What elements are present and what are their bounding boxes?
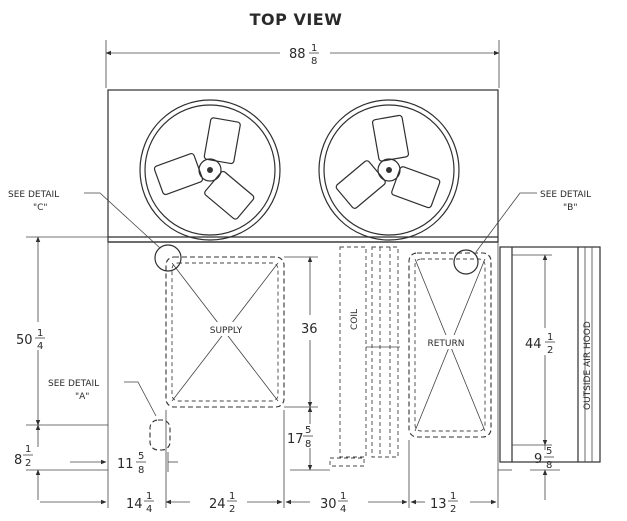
bottom-4-whole: 13 xyxy=(430,497,447,512)
overall-width-den: 8 xyxy=(311,56,317,67)
bottom-3-whole: 30 xyxy=(320,497,337,512)
supply-height-dimension: 36 xyxy=(284,256,318,408)
detail-a-line1: SEE DETAIL xyxy=(48,379,99,389)
detail-a-dimension: 11 5 8 xyxy=(70,451,178,476)
left-height-den: 4 xyxy=(37,341,43,352)
fan-2 xyxy=(318,99,460,241)
hood-height-den: 2 xyxy=(547,345,553,356)
supply-opening: SUPPLY xyxy=(165,256,285,408)
detail-b-line1: SEE DETAIL xyxy=(540,190,591,200)
bottom-1-den: 4 xyxy=(146,504,152,515)
fan-1 xyxy=(139,99,281,241)
left-height-whole: 50 xyxy=(16,333,33,348)
left-low-dimension: 8 1 2 xyxy=(14,424,108,500)
detail-a-den: 8 xyxy=(138,465,144,476)
hood-height-num: 1 xyxy=(547,332,553,343)
overall-width-dimension: 88 1 8 xyxy=(105,40,500,88)
detail-c-line2: "C" xyxy=(33,203,48,213)
left-height-num: 1 xyxy=(37,328,43,339)
bottom-offset-den: 8 xyxy=(305,439,311,450)
detail-a-callout: SEE DETAIL "A" xyxy=(48,379,171,451)
outside-air-hood: OUTSIDE AIR HOOD xyxy=(499,246,601,463)
bottom-2-whole: 24 xyxy=(209,497,226,512)
bottom-3-num: 1 xyxy=(340,491,346,502)
bottom-1-whole: 14 xyxy=(126,497,143,512)
detail-a-num: 5 xyxy=(138,451,144,462)
bottom-2-num: 1 xyxy=(229,491,235,502)
bottom-4-num: 1 xyxy=(450,491,456,502)
left-low-whole: 8 xyxy=(14,453,22,468)
bottom-offset-whole: 17 xyxy=(287,432,304,447)
hood-height-dimension: 44 1 2 xyxy=(512,254,555,446)
condenser-section xyxy=(107,89,499,243)
hood-bottom-whole: 9 xyxy=(534,452,542,467)
detail-a-line2: "A" xyxy=(75,392,89,402)
detail-c-callout: SEE DETAIL "C" xyxy=(8,190,182,272)
overall-width-num: 1 xyxy=(311,43,317,54)
bottom-offset-num: 5 xyxy=(305,425,311,436)
bottom-4-den: 2 xyxy=(450,504,456,515)
coil-label: COIL xyxy=(350,309,360,330)
hood-bottom-den: 8 xyxy=(546,460,552,471)
outside-air-hood-label: OUTSIDE AIR HOOD xyxy=(583,321,593,410)
hood-bottom-num: 5 xyxy=(546,446,552,457)
hood-bottom-dimension: 9 5 8 xyxy=(530,445,560,500)
return-label: RETURN xyxy=(427,339,464,349)
left-low-den: 2 xyxy=(25,458,31,469)
detail-b-line2: "B" xyxy=(563,203,577,213)
bottom-offset-dimension: 17 5 8 xyxy=(287,406,330,471)
return-opening: RETURN xyxy=(408,252,492,438)
detail-c-line1: SEE DETAIL xyxy=(8,190,59,200)
cabinet-lower xyxy=(107,242,512,478)
bottom-dimension-chain: 14 1 4 24 1 2 30 1 4 13 1 2 xyxy=(40,410,499,515)
supply-height-value: 36 xyxy=(301,322,318,337)
left-height-dimension: 50 1 4 xyxy=(16,236,108,426)
coil: COIL xyxy=(329,246,400,467)
bottom-3-den: 4 xyxy=(340,504,346,515)
bottom-2-den: 2 xyxy=(229,504,235,515)
hood-height-whole: 44 xyxy=(525,337,542,352)
drawing-title: TOP VIEW xyxy=(250,10,343,29)
detail-a-whole: 11 xyxy=(117,457,134,472)
bottom-1-num: 1 xyxy=(146,491,152,502)
left-low-num: 1 xyxy=(25,444,31,455)
supply-label: SUPPLY xyxy=(210,326,243,336)
overall-width-whole: 88 xyxy=(289,47,306,62)
detail-b-callout: SEE DETAIL "B" xyxy=(453,190,591,275)
